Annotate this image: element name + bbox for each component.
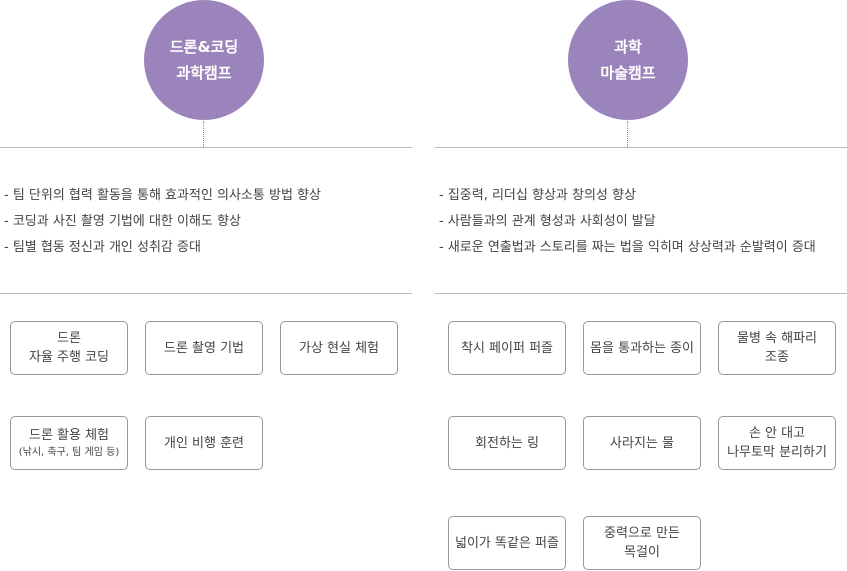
camp-title-line: 과학 bbox=[614, 38, 642, 56]
connector-line bbox=[627, 121, 628, 147]
program-label: 조종 bbox=[765, 350, 789, 365]
program-box: 드론 촬영 기법 bbox=[145, 321, 263, 375]
goal-item: - 코딩과 사진 촬영 기법에 대한 이해도 향상 bbox=[4, 214, 241, 229]
program-box: 개인 비행 훈련 bbox=[145, 416, 263, 470]
program-label: 몸을 통과하는 종이 bbox=[590, 340, 694, 356]
program-label: 사라지는 물 bbox=[610, 435, 674, 451]
goals-list: - 팀 단위의 협력 활동을 통해 효과적인 의사소통 방법 향상 - 코딩과 … bbox=[4, 183, 321, 261]
divider bbox=[435, 147, 847, 148]
goal-item: - 사람들과의 관계 형성과 사회성이 발달 bbox=[439, 214, 656, 229]
program-box: 넓이가 똑같은 퍼즐 bbox=[448, 516, 566, 570]
goal-item: - 새로운 연출법과 스토리를 짜는 법을 익히며 상상력과 순발력이 증대 bbox=[439, 240, 816, 255]
drone-coding-camp: 드론&코딩 과학캠프 - 팀 단위의 협력 활동을 통해 효과적인 의사소통 방… bbox=[0, 0, 412, 571]
science-magic-camp: 과학 마술캠프 - 집중력, 리더십 향상과 창의성 향상 - 사람들과의 관계… bbox=[435, 0, 847, 571]
program-label: 드론 bbox=[57, 331, 81, 346]
program-box: 회전하는 링 bbox=[448, 416, 566, 470]
camp-title-badge: 과학 마술캠프 bbox=[568, 0, 688, 120]
program-label: 드론 촬영 기법 bbox=[163, 340, 245, 356]
divider bbox=[435, 293, 847, 294]
program-label: 착시 페이퍼 퍼즐 bbox=[461, 340, 553, 356]
program-label: 개인 비행 훈련 bbox=[163, 435, 245, 451]
program-box: 몸을 통과하는 종이 bbox=[583, 321, 701, 375]
program-box: 착시 페이퍼 퍼즐 bbox=[448, 321, 566, 375]
program-label: 가상 현실 체험 bbox=[298, 340, 380, 356]
goal-item: - 집중력, 리더십 향상과 창의성 향상 bbox=[439, 188, 636, 203]
program-note: (낚시, 축구, 팀 게임 등) bbox=[18, 446, 120, 458]
program-label: 넓이가 똑같은 퍼즐 bbox=[455, 535, 559, 551]
camp-title-line: 마술캠프 bbox=[600, 64, 656, 82]
program-label: 회전하는 링 bbox=[475, 435, 539, 451]
program-label: 나무토막 분리하기 bbox=[727, 445, 827, 460]
program-label: 드론 활용 체험 bbox=[28, 427, 110, 443]
goal-item: - 팀 단위의 협력 활동을 통해 효과적인 의사소통 방법 향상 bbox=[4, 188, 321, 203]
program-label: 중력으로 만든 bbox=[604, 526, 680, 541]
program-label: 물병 속 해파리 bbox=[736, 331, 818, 346]
camp-title-line: 드론&코딩 bbox=[169, 38, 239, 56]
goal-item: - 팀별 협동 정신과 개인 성취감 증대 bbox=[4, 240, 201, 255]
program-label: 자율 주행 코딩 bbox=[28, 350, 110, 365]
camp-title-line: 과학캠프 bbox=[176, 64, 232, 82]
program-label: 손 안 대고 bbox=[748, 426, 806, 441]
program-box: 드론 활용 체험 (낚시, 축구, 팀 게임 등) bbox=[10, 416, 128, 470]
goals-list: - 집중력, 리더십 향상과 창의성 향상 - 사람들과의 관계 형성과 사회성… bbox=[439, 183, 816, 261]
camp-title-badge: 드론&코딩 과학캠프 bbox=[144, 0, 264, 120]
connector-line bbox=[203, 121, 204, 147]
divider bbox=[0, 147, 412, 148]
divider bbox=[0, 293, 412, 294]
program-box: 가상 현실 체험 bbox=[280, 321, 398, 375]
program-label: 목걸이 bbox=[624, 545, 660, 560]
program-box: 사라지는 물 bbox=[583, 416, 701, 470]
